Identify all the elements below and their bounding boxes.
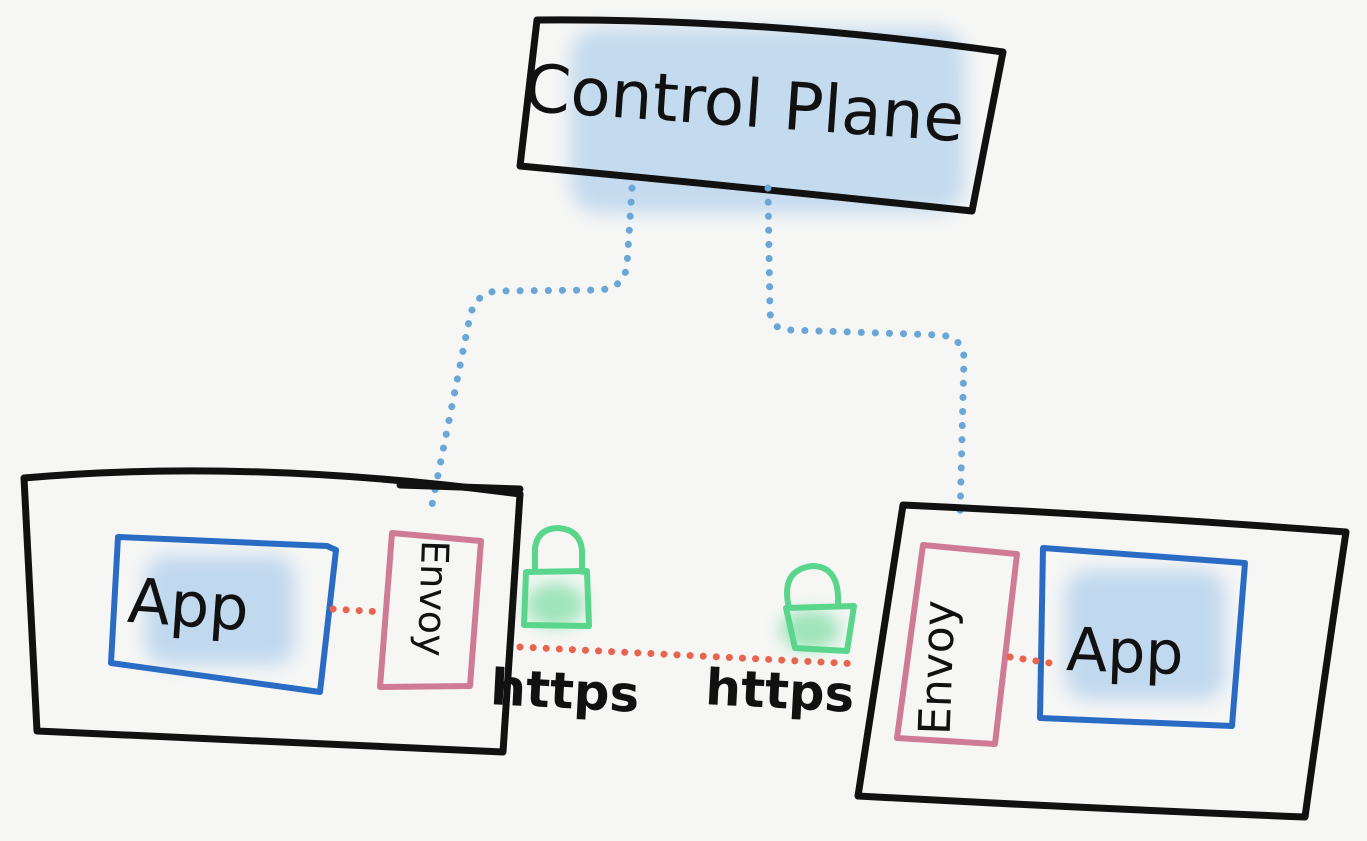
left-app-box [108,534,339,695]
right-node: Envoy App [854,501,1350,821]
left-envoy: Envoy [377,530,484,690]
right-app-highlight [1065,570,1225,700]
left-app-envoy-link [329,605,386,616]
right-node-box [854,501,1350,821]
control-link-right [764,184,968,522]
left-lock-glow [525,583,585,627]
left-envoy-label: Envoy [409,540,457,658]
left-lock-body [521,568,592,629]
left-app-label: App [125,564,251,645]
right-lock-body [783,603,857,654]
right-app-box [1037,545,1248,729]
left-lock-shackle [532,524,585,575]
envoy-to-envoy-link [516,643,864,668]
right-lock-shackle [784,562,842,611]
left-node-box-overstroke [396,481,524,493]
control-plane-box [516,16,1007,215]
right-envoy-label: Envoy [910,599,966,735]
right-app: App [1037,545,1248,729]
control-links [428,184,968,522]
left-node: App Envoy [20,467,524,756]
control-plane-highlight [570,28,965,213]
right-envoy-box [894,542,1020,747]
right-app-label: App [1065,615,1185,689]
right-protocol-label: https [704,658,856,724]
right-envoy: Envoy [894,542,1020,747]
left-app: App [108,534,339,695]
left-envoy-box [377,530,484,690]
left-app-highlight [145,555,295,665]
control-link-left [428,184,636,509]
lock-icon [780,562,857,654]
control-plane: Control Plane [516,16,1007,215]
left-node-box [20,467,524,756]
lock-icon [521,524,592,629]
left-protocol-label: https [489,658,641,724]
